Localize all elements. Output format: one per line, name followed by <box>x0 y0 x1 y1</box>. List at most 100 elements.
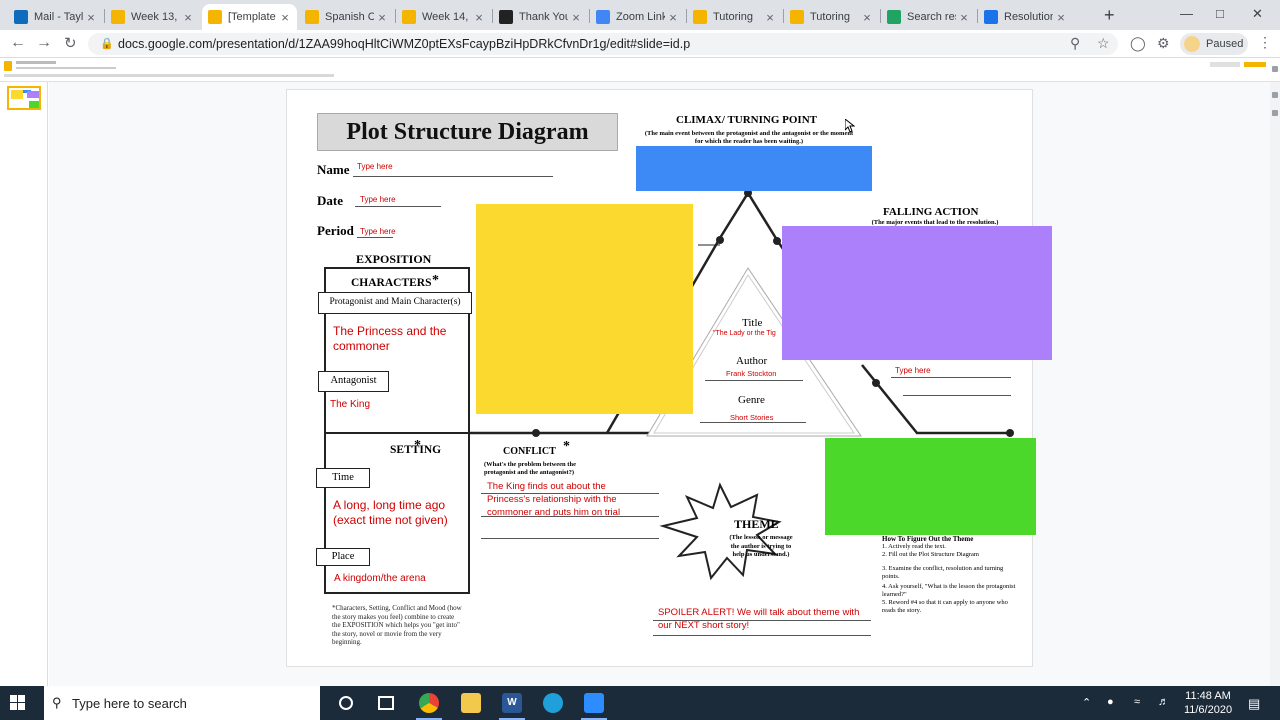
side-panel-icon[interactable] <box>1272 110 1278 116</box>
tray-chevron-icon[interactable]: ⌃ <box>1082 697 1092 709</box>
close-tab-icon[interactable]: × <box>960 9 968 25</box>
purple-sticky-note[interactable] <box>782 226 1052 360</box>
taskbar-search-box[interactable]: ⚲ Type here to search <box>44 686 320 720</box>
doc-title-placeholder[interactable] <box>16 61 56 64</box>
browser-tab[interactable]: Week 14, L× <box>396 4 491 30</box>
browser-tab[interactable]: Resolution× <box>978 4 1073 30</box>
list-item: 3. Examine the conflict, resolution and … <box>882 565 1004 580</box>
genre-field[interactable]: Short Stories <box>730 413 774 422</box>
protagonist-label: Protagonist and Main Character(s) <box>318 292 472 314</box>
theme-howto-heading: How To Figure Out the Theme <box>882 535 974 543</box>
zoom-magnifier-icon[interactable]: ⚲ <box>1070 35 1081 51</box>
minimize-icon[interactable]: — <box>1180 6 1193 21</box>
windows-taskbar: ⚲ Type here to search W ⌃ ● ≈ ♬ 11:48 AM… <box>0 686 1280 720</box>
name-field[interactable]: Type here <box>357 162 393 171</box>
antagonist-field[interactable]: The King <box>330 399 371 410</box>
volume-icon[interactable]: ♬ <box>1158 696 1169 708</box>
tab-label: Search res <box>907 11 956 23</box>
chrome-icon[interactable] <box>419 693 439 713</box>
theme-field[interactable]: SPOILER ALERT! We will talk about theme … <box>658 607 860 631</box>
bookmark-star-icon[interactable]: ☆ <box>1097 35 1110 51</box>
present-button[interactable] <box>1210 62 1240 67</box>
close-tab-icon[interactable]: × <box>1057 9 1065 25</box>
close-tab-icon[interactable]: × <box>475 9 483 25</box>
date-label: Date <box>317 193 343 208</box>
close-tab-icon[interactable]: × <box>184 9 192 25</box>
browser-tab[interactable]: Spanish C× <box>299 4 394 30</box>
tab-separator <box>492 9 493 23</box>
tab-separator <box>395 9 396 23</box>
yellow-sticky-note[interactable] <box>476 204 693 414</box>
wifi-icon[interactable]: ≈ <box>1134 696 1141 708</box>
word-icon[interactable]: W <box>502 693 522 713</box>
windows-start-icon[interactable] <box>10 695 26 711</box>
zoom-icon[interactable] <box>584 693 604 713</box>
browser-tab[interactable]: Search res × <box>881 4 976 30</box>
browser-tab[interactable]: Week 13, L× <box>105 4 200 30</box>
edge-icon[interactable] <box>543 693 563 713</box>
url-field[interactable]: docs.google.com/presentation/d/1ZAA99hoq… <box>88 33 1118 55</box>
conflict-description: (What's the problem between the protagon… <box>484 461 576 476</box>
climax-description: (The main event between the protagonist … <box>644 130 854 145</box>
characters-heading: CHARACTERS <box>351 277 432 289</box>
close-tab-icon[interactable]: × <box>87 9 95 25</box>
tab-separator <box>783 9 784 23</box>
green-sticky-note[interactable] <box>825 438 1036 535</box>
formatting-toolbar[interactable] <box>4 74 334 77</box>
slide-canvas[interactable]: Plot Structure Diagram Name Type here Da… <box>286 89 1052 667</box>
protagonist-field[interactable]: The Princess and the commoner <box>333 324 447 353</box>
close-window-icon[interactable]: ✕ <box>1252 6 1263 21</box>
place-label: Place <box>316 548 370 566</box>
date-field[interactable]: Type here <box>360 195 396 204</box>
close-tab-icon[interactable]: × <box>378 9 386 25</box>
close-tab-icon[interactable]: × <box>766 9 774 25</box>
browser-tab[interactable]: [Template× <box>202 4 297 30</box>
period-field[interactable]: Type here <box>360 227 396 236</box>
place-field[interactable]: A kingdom/the arena <box>334 573 426 584</box>
close-tab-icon[interactable]: × <box>669 9 677 25</box>
task-view-icon[interactable] <box>378 696 394 710</box>
file-explorer-icon[interactable] <box>461 693 481 713</box>
profile-button[interactable]: Paused <box>1180 33 1248 55</box>
maximize-icon[interactable]: □ <box>1216 6 1224 21</box>
browser-menu-icon[interactable]: ⋮ <box>1258 34 1272 50</box>
cortana-icon[interactable] <box>339 696 353 710</box>
extensions-puzzle-icon[interactable]: ⚙ <box>1157 35 1170 51</box>
forward-arrow-icon[interactable]: → <box>36 34 52 51</box>
falling-action-field[interactable]: Type here <box>895 366 931 375</box>
back-arrow-icon[interactable]: ← <box>10 34 26 51</box>
share-button[interactable] <box>1244 62 1266 67</box>
side-panel-icon[interactable] <box>1272 92 1278 98</box>
notifications-icon[interactable]: ▤ <box>1248 696 1261 711</box>
slide-thumbnail[interactable] <box>7 86 41 110</box>
clock-date: 11/6/2020 <box>1183 704 1233 716</box>
tab-label: Tutoring <box>810 11 850 23</box>
conflict-field[interactable]: The King finds out about the Princess's … <box>487 481 621 518</box>
blue-sticky-note[interactable] <box>636 146 872 191</box>
close-tab-icon[interactable]: × <box>863 9 871 25</box>
close-tab-icon[interactable]: × <box>281 9 289 25</box>
browser-tab[interactable]: Mail - Tayl× <box>8 4 103 30</box>
time-field[interactable]: A long, long time ago (exact time not gi… <box>333 498 448 527</box>
lock-icon[interactable]: 🔒 <box>100 38 114 50</box>
browser-tab[interactable]: Zoom Link× <box>590 4 685 30</box>
theme-howto-steps: 1. Actively read the text. 2. Fill out t… <box>882 543 1022 615</box>
author-underline <box>705 380 803 381</box>
story-title-field[interactable]: "The Lady or the Tig <box>713 330 776 337</box>
browser-tab[interactable]: Tutoring× <box>687 4 782 30</box>
falling-underline <box>903 395 1011 396</box>
side-panel-icon[interactable] <box>1272 66 1278 72</box>
extension-circle-icon[interactable]: ◯ <box>1130 35 1146 51</box>
reload-icon[interactable]: ↻ <box>64 35 77 52</box>
profile-status: Paused <box>1206 38 1244 50</box>
browser-tab[interactable]: Thank You× <box>493 4 588 30</box>
climax-heading: CLIMAX/ TURNING POINT <box>676 114 817 126</box>
new-tab-button[interactable]: + <box>1104 5 1115 25</box>
author-field[interactable]: Frank Stockton <box>726 369 777 378</box>
tray-app-icon[interactable]: ● <box>1107 696 1114 708</box>
close-tab-icon[interactable]: × <box>572 9 580 25</box>
browser-tab[interactable]: Tutoring × <box>784 4 879 30</box>
vertical-scrollbar[interactable] <box>1270 82 1280 686</box>
system-clock[interactable]: 11:48 AM 11/6/2020 <box>1180 689 1236 717</box>
menu-bar[interactable] <box>16 67 116 69</box>
